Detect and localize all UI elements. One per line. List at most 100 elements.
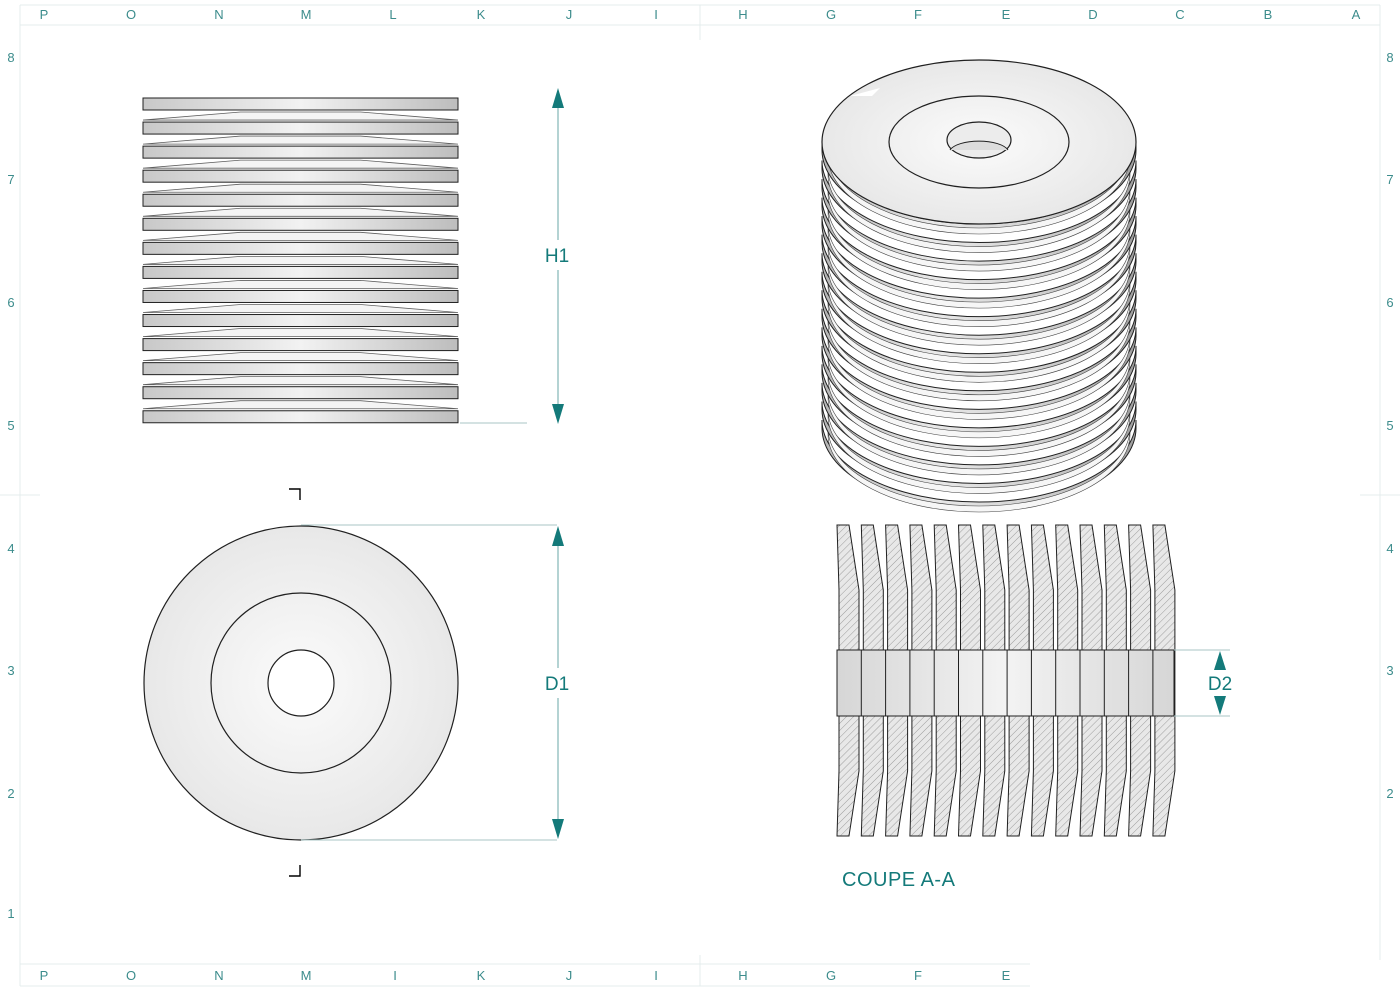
front-disc [142,376,459,400]
height-arrow-top [552,88,564,108]
front-disc [142,207,459,231]
column-label-top: L [389,7,396,22]
iso-disc [821,216,1137,309]
row-label-right: 7 [1386,172,1393,187]
front-disc [142,328,459,352]
row-label-left: 8 [7,50,14,65]
column-label-top: N [214,7,223,22]
d2-label: D2 [1208,674,1232,695]
section-bore [836,649,1175,717]
column-label-bottom: O [126,968,136,983]
column-label-bottom: G [826,968,836,983]
iso-disc [821,327,1137,420]
column-label-top: P [40,7,49,22]
row-label-right: 4 [1386,541,1393,556]
section-view [836,524,1176,837]
top-view [143,525,459,841]
front-disc [142,400,459,424]
column-label-top: E [1002,7,1011,22]
row-label-left: 6 [7,295,14,310]
section-bore-dividers [860,650,1154,716]
iso-disc [821,271,1137,364]
height-label: H1 [545,246,569,267]
section-marker-bottom [289,865,301,877]
row-label-left: 2 [7,786,14,801]
row-label-right: 8 [1386,50,1393,65]
inner-diameter-dimension: D2 [1174,649,1238,717]
row-label-left: 5 [7,418,14,433]
front-disc [142,111,459,135]
front-view-discs [142,97,459,424]
column-label-bottom: F [914,968,922,983]
column-label-top: C [1175,7,1184,22]
column-label-bottom: M [301,968,312,983]
row-label-left: 3 [7,663,14,678]
front-disc [142,97,459,111]
d2-arrow-bottom [1214,696,1226,715]
column-label-top: O [126,7,136,22]
column-label-bottom: N [214,968,223,983]
column-label-top: K [477,7,486,22]
front-disc [142,183,459,207]
isometric-discs [821,141,1137,513]
column-label-top: G [826,7,836,22]
row-label-left: 1 [7,906,14,921]
row-label-right: 2 [1386,786,1393,801]
iso-disc [821,234,1137,327]
row-label-right: 3 [1386,663,1393,678]
iso-disc [821,290,1137,383]
iso-disc [821,197,1137,290]
row-label-right: 5 [1386,418,1393,433]
row-label-right: 6 [1386,295,1393,310]
d1-arrow-bottom [552,819,564,839]
iso-disc [821,401,1137,494]
column-label-top: H [738,7,747,22]
front-disc [142,135,459,159]
front-disc [142,255,459,279]
row-labels-right: 8 7 6 5 4 3 2 [1386,50,1393,801]
column-label-top: D [1088,7,1097,22]
section-marker-top [289,488,301,500]
bore-circle [267,649,335,717]
iso-disc [821,160,1137,253]
column-label-top: J [566,7,573,22]
column-label-top: F [914,7,922,22]
row-label-left: 7 [7,172,14,187]
front-disc [142,231,459,255]
middle-circle [210,592,392,774]
row-labels-left: 8 7 6 5 4 3 2 1 [7,50,14,921]
isometric-view [821,59,1137,513]
d2-arrow-top [1214,651,1226,670]
section-title: COUPE A-A [842,869,956,891]
outer-diameter-dimension: D1 [301,524,578,841]
column-label-top: A [1352,7,1361,22]
d1-label: D1 [545,674,569,695]
column-label-top: B [1264,7,1273,22]
height-arrow-bottom [552,404,564,424]
iso-bore [946,121,1012,159]
iso-disc [821,253,1137,346]
column-label-bottom: E [1002,968,1011,983]
iso-middle-ring [888,95,1070,189]
iso-disc [821,345,1137,439]
iso-disc [821,308,1137,402]
iso-disc [821,179,1137,272]
front-disc [142,280,459,303]
front-disc [142,304,459,328]
front-disc [142,159,459,183]
column-label-bottom: I [654,968,658,983]
front-view [142,97,459,424]
d1-arrow-top [552,526,564,546]
column-label-top: I [654,7,658,22]
column-label-bottom: J [566,968,573,983]
row-label-left: 4 [7,541,14,556]
column-label-bottom: K [477,968,486,983]
column-label-bottom: P [40,968,49,983]
iso-disc [821,382,1137,476]
column-label-bottom: H [738,968,747,983]
sheet-frame [0,4,1400,987]
column-label-top: M [301,7,312,22]
